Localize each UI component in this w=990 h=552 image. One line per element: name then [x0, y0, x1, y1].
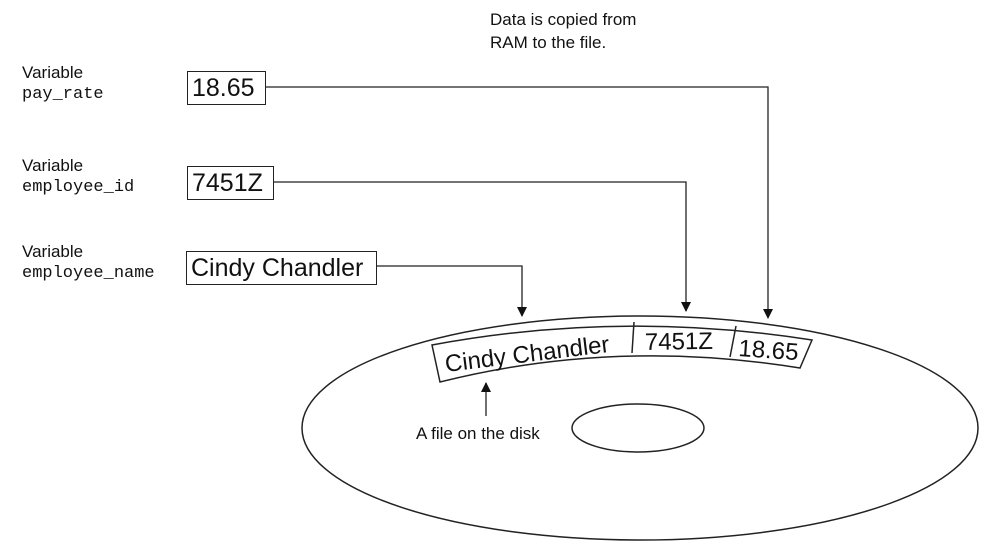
variable-keyword: Variable [22, 63, 84, 82]
variable-pay-rate-value: 18.65 [187, 71, 266, 105]
variable-employee-id-label: Variable employee_id [22, 155, 134, 199]
copy-note-line-2: RAM to the file. [490, 33, 607, 52]
variable-keyword: Variable [22, 242, 84, 261]
file-field-employee-id: 7451Z [645, 328, 714, 356]
copy-note-line-1: Data is copied from [490, 10, 637, 29]
copy-note: Data is copied from RAM to the file. [490, 8, 636, 54]
variable-keyword: Variable [22, 156, 84, 175]
arrow-pay-rate-to-file [266, 86, 773, 319]
variable-pay-rate-label: Variable pay_rate [22, 62, 104, 106]
variable-employee-name-label: Variable employee_name [22, 241, 155, 285]
variable-name: pay_rate [22, 85, 104, 104]
arrow-employee-name-to-file [377, 265, 527, 317]
file-strip [431, 325, 814, 383]
arrow-employee-id-to-file [274, 181, 691, 312]
variable-name: employee_name [22, 264, 155, 283]
file-field-pay-rate: 18.65 [738, 335, 800, 366]
disk-hub [571, 403, 705, 453]
variable-name: employee_id [22, 178, 135, 197]
variable-employee-name-value: Cindy Chandler [186, 251, 377, 285]
file-field-divider [631, 321, 635, 354]
file-field-divider [729, 325, 737, 358]
variable-employee-id-value: 7451Z [187, 166, 274, 200]
file-caption: A file on the disk [416, 424, 540, 443]
